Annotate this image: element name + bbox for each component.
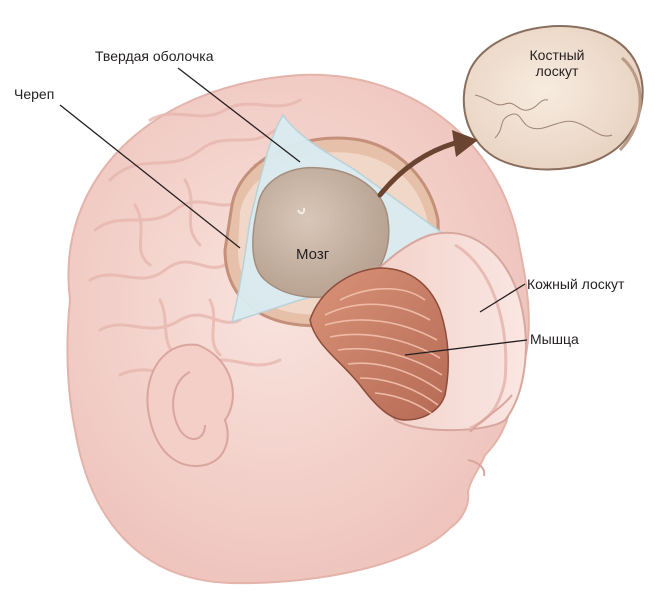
- dura-label: Твердая оболочка: [95, 48, 214, 64]
- brain-label: Мозг: [296, 247, 329, 263]
- bone-flap-label: Костный лоскут: [507, 47, 607, 79]
- skin-flap-label: Кожный лоскут: [527, 276, 624, 292]
- bone-flap-label-line1: Костный: [507, 47, 607, 63]
- bone-flap-label-line2: лоскут: [507, 63, 607, 79]
- muscle-label: Мышца: [530, 331, 579, 347]
- skull-label: Череп: [14, 86, 54, 102]
